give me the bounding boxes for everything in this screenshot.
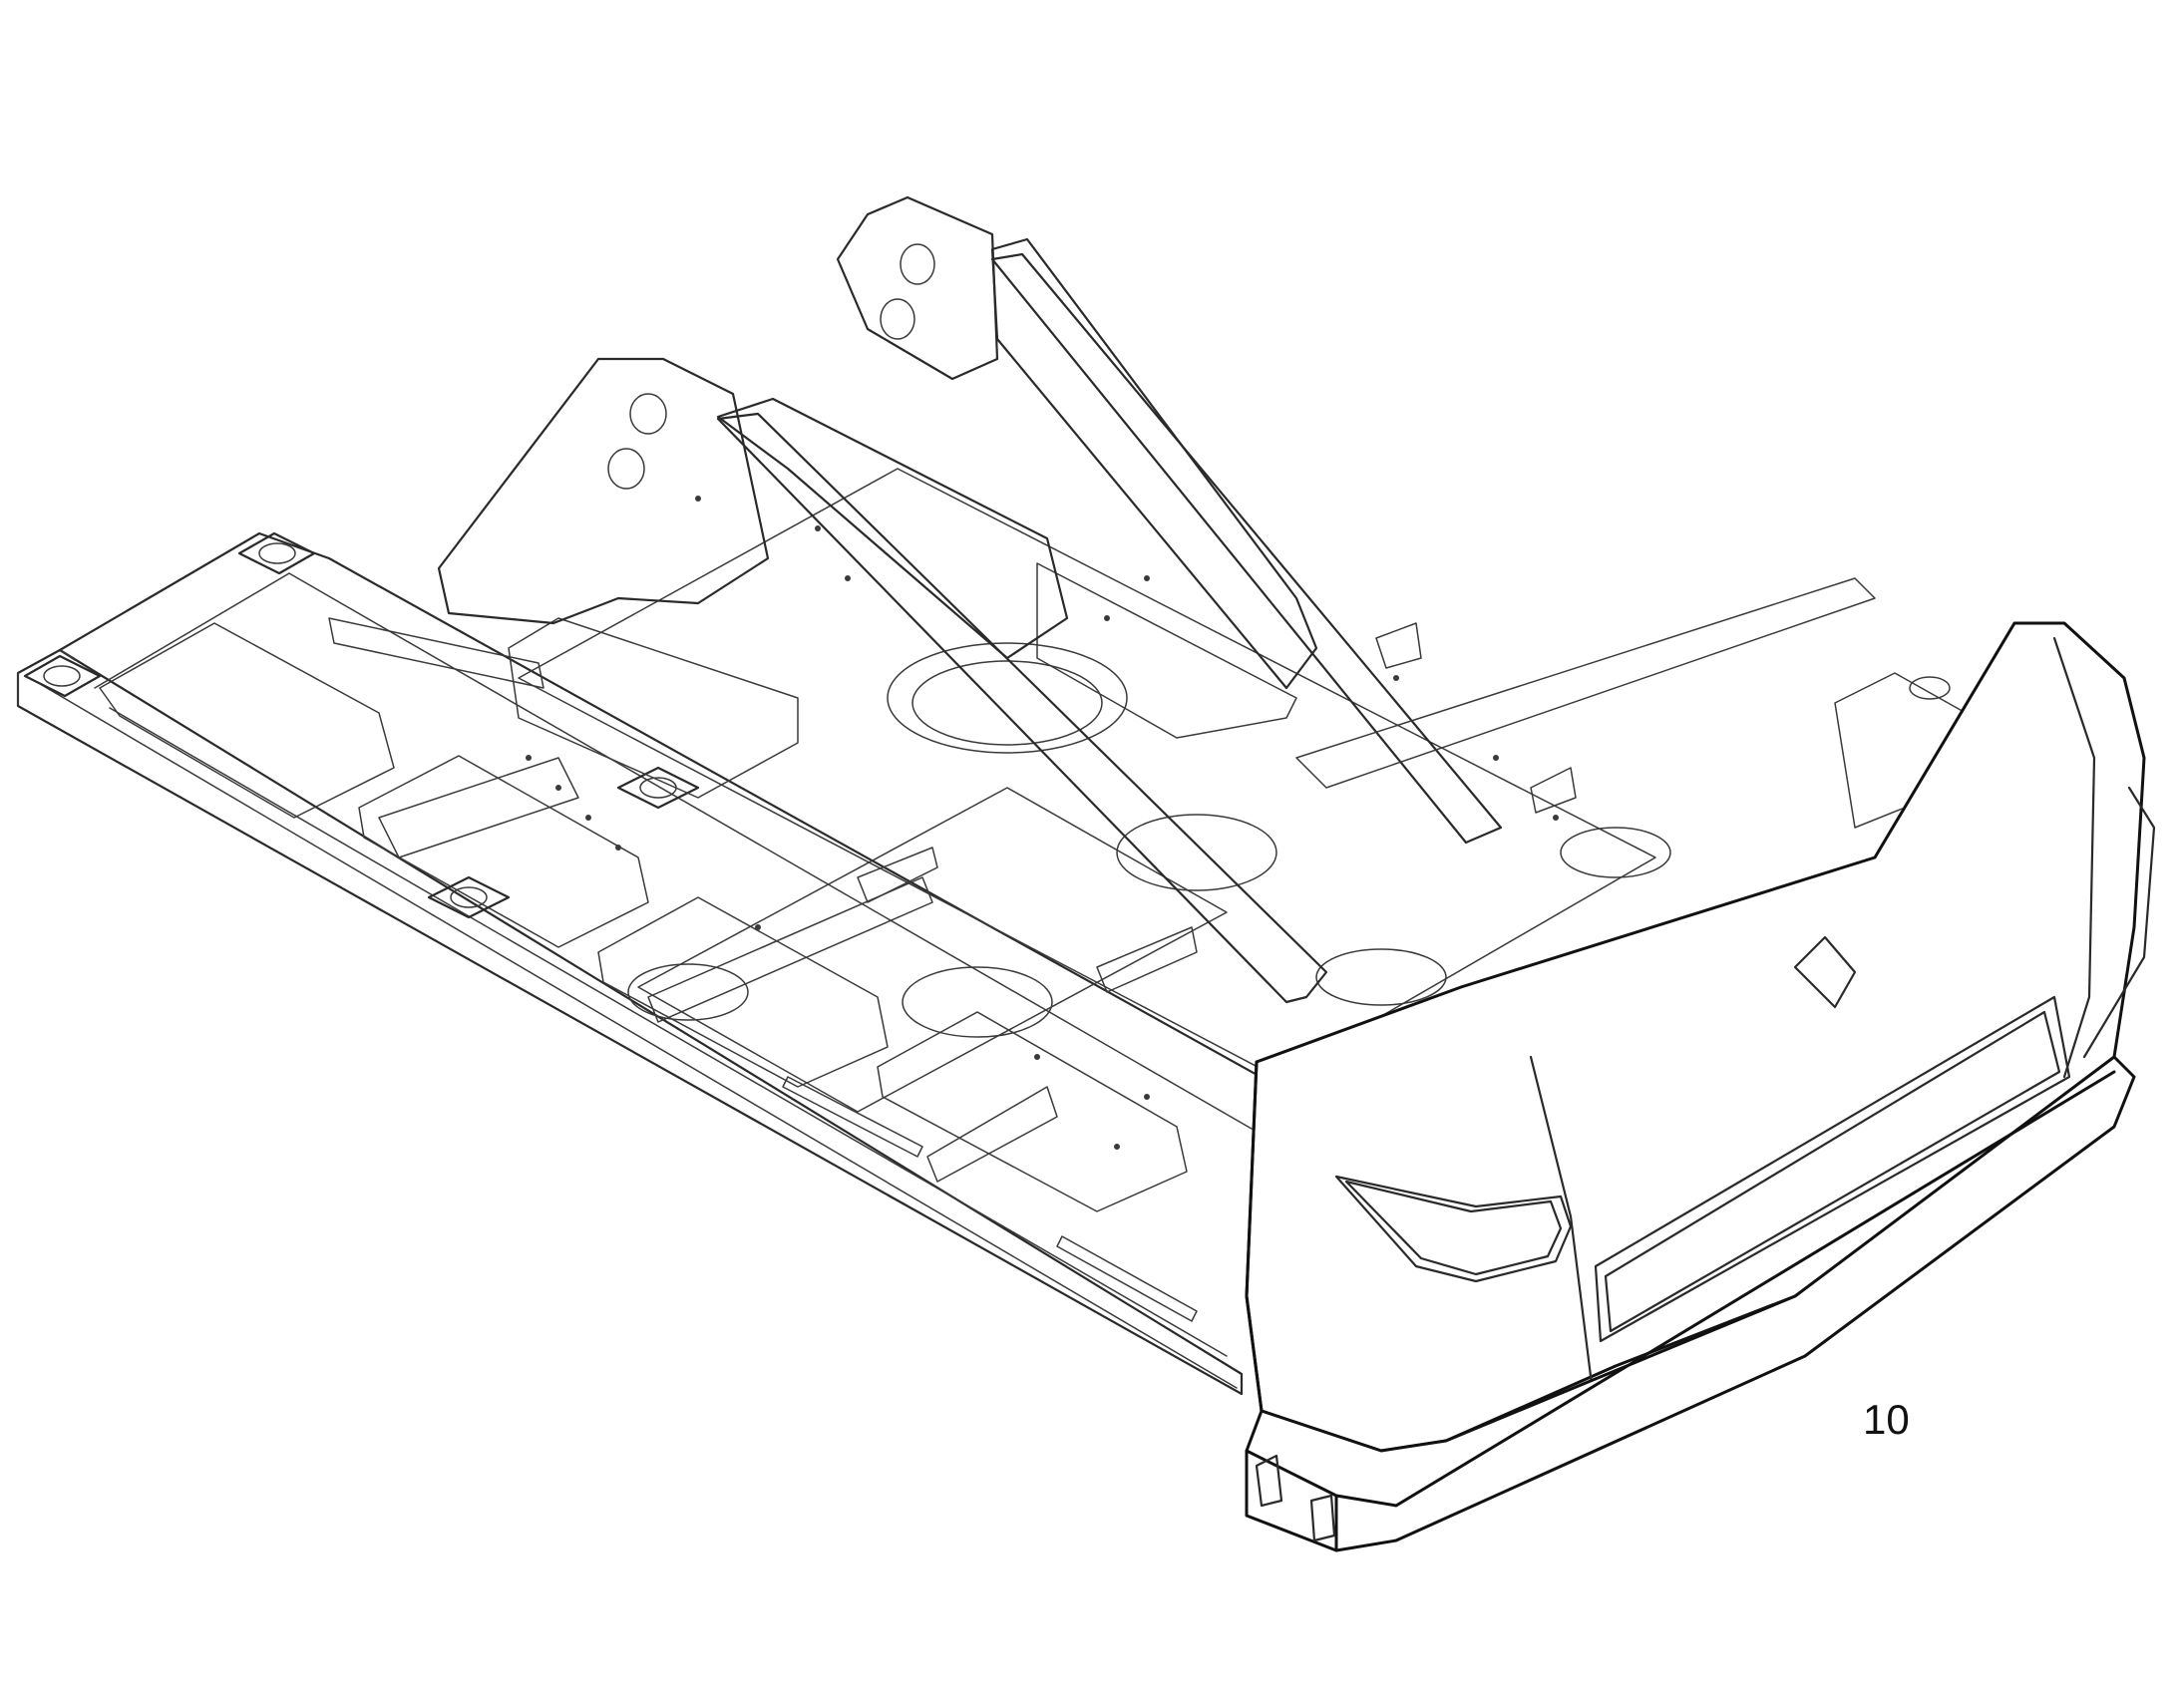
right-frame: [1295, 577, 1981, 829]
boom-mount-tower: [437, 195, 1503, 1004]
cross-members: [328, 617, 1198, 1183]
left-side-frame: [16, 531, 1298, 1396]
callout-label-10: 10: [1863, 1396, 1910, 1443]
center-floor: [518, 468, 1671, 1113]
left-corner-bosses: [23, 531, 700, 919]
bolt-holes: [526, 496, 1559, 1150]
counterweight: [1245, 621, 2156, 1552]
